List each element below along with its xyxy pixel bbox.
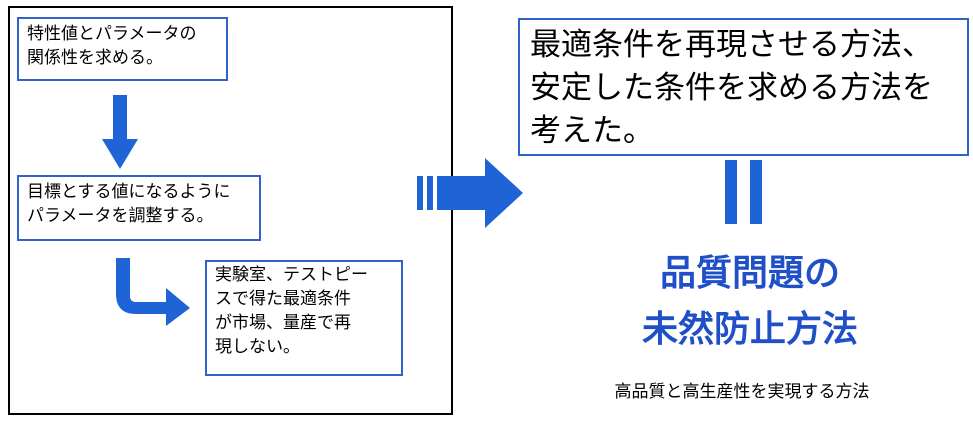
result-line3: 考えた。 <box>530 113 654 149</box>
step3-box: 実験室、テストピー スで得た最適条件 が市場、量産で再 現しない。 <box>205 260 403 376</box>
step3-line3: が市場、量産で再 <box>215 313 351 333</box>
step1-box: 特性値とパラメータの 関係性を求める。 <box>17 17 228 81</box>
equals-bar-right <box>750 160 762 224</box>
title-block: 品質問題の 未然防止方法 <box>560 252 940 352</box>
subtitle: 高品質と高生産性を実現する方法 <box>614 382 870 402</box>
step2-line2: パラメータを調整する。 <box>27 206 214 226</box>
bent-arrow-icon <box>116 258 190 326</box>
step3-line4: 現しない。 <box>215 337 300 357</box>
step2-line1: 目標とする値になるように <box>27 182 231 202</box>
step3-line1: 実験室、テストピー <box>215 265 368 285</box>
result-line2: 安定した条件を求める方法を <box>530 70 933 106</box>
equals-bar-left <box>725 160 737 224</box>
step3-line2: スで得た最適条件 <box>215 289 351 309</box>
title-line2: 未然防止方法 <box>641 309 858 350</box>
down-arrow-icon <box>102 95 138 169</box>
step1-line1: 特性値とパラメータの <box>27 24 197 44</box>
result-line1: 最適条件を再現させる方法、 <box>530 27 933 63</box>
step1-line2: 関係性を求める。 <box>27 48 163 68</box>
step2-box: 目標とする値になるように パラメータを調整する。 <box>17 175 261 241</box>
result-box: 最適条件を再現させる方法、 安定した条件を求める方法を 考えた。 <box>518 18 969 156</box>
process-panel <box>8 6 453 415</box>
title-line1: 品質問題の <box>659 253 840 294</box>
right-arrow-icon <box>417 158 523 228</box>
